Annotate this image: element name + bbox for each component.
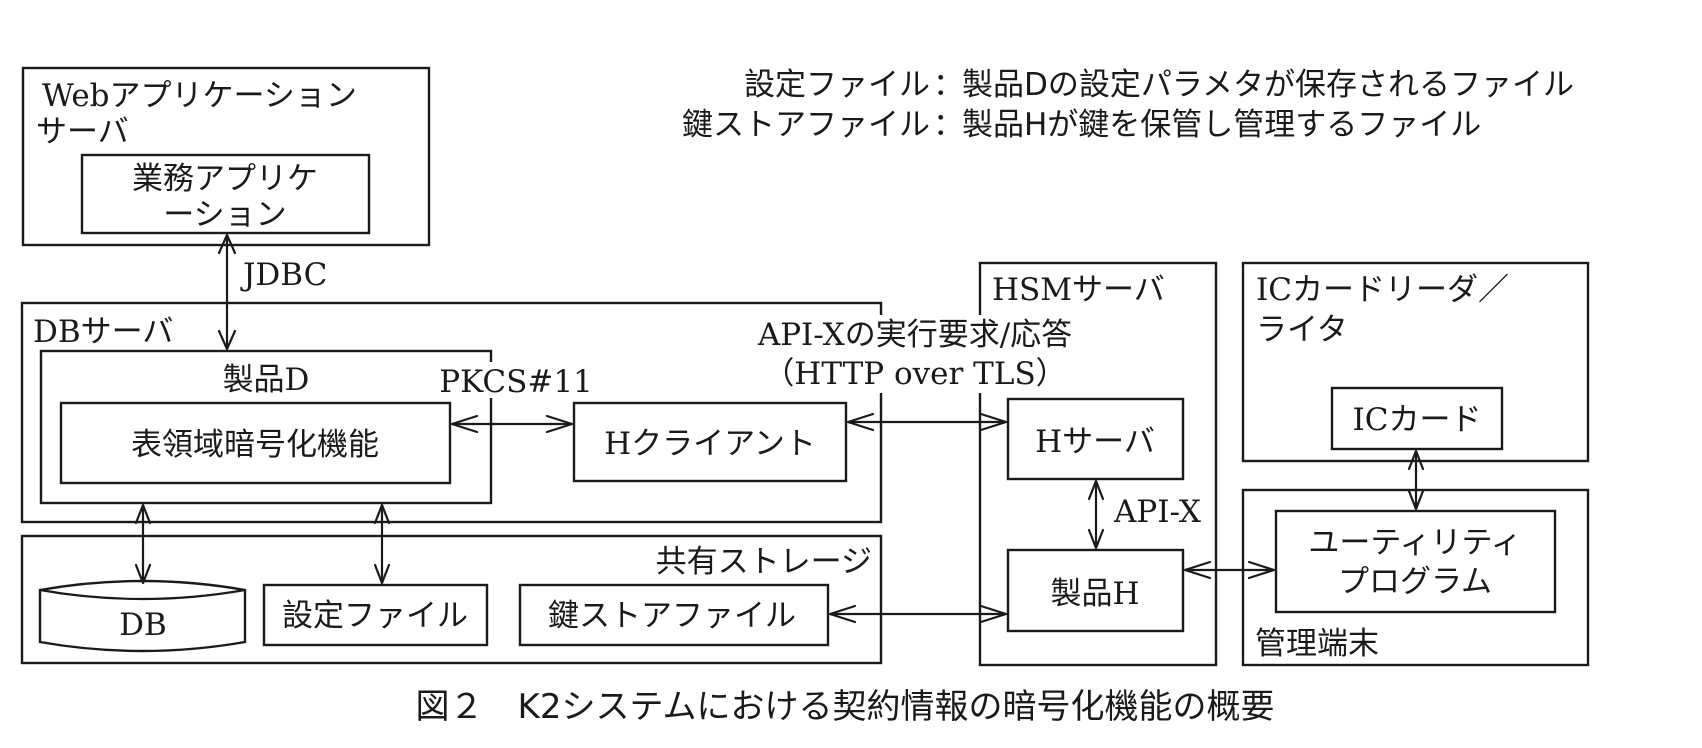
edge-api-x: API-X: [1087, 479, 1201, 550]
edge-encryption-db: [134, 503, 152, 585]
web-server-node: Webアプリケーション サーバ 業務アプリケ ーション: [21, 66, 431, 247]
legend: 設定ファイル ： 製品Dの設定パラメタが保存されるファイル 鍵ストアファイル ：…: [682, 67, 1574, 143]
arrowhead-left-icon: [450, 414, 479, 434]
arrowhead-up-icon: [134, 503, 152, 525]
h-client-label: Hクライアント: [604, 426, 816, 462]
utility-program-label-2: プログラム: [1338, 564, 1492, 600]
table-encryption-label: 表領域暗号化機能: [131, 427, 379, 463]
db-server-node: DBサーバ 製品D 表領域暗号化機能 Hクライアント: [20, 301, 883, 524]
db-label: DB: [119, 607, 167, 643]
ic-reader-node: ICカードリーダ／ ライタ ICカード: [1241, 261, 1590, 463]
arrowhead-left-icon: [1183, 560, 1212, 580]
config-file-box: [262, 583, 489, 647]
ic-card-box: [1330, 386, 1504, 451]
table-encryption-box: [59, 401, 452, 485]
arrowhead-down-icon: [134, 563, 152, 585]
api-x-label: API-X: [1113, 494, 1201, 530]
keystore-file-box: [518, 583, 830, 647]
product-h-box: [1006, 548, 1185, 633]
db-cylinder: DB: [38, 579, 247, 653]
api-x-request-label-bg: [735, 315, 1095, 393]
edge-jdbc: JDBC: [217, 233, 327, 351]
hsm-server-node: HSMサーバ Hサーバ 製品H: [978, 261, 1218, 667]
arrowhead-right-icon: [979, 412, 1008, 432]
legend-sep: ：: [933, 67, 964, 103]
keystore-file-label: 鍵ストアファイル: [548, 598, 796, 634]
admin-terminal-label: 管理端末: [1255, 626, 1379, 662]
arrowhead-right-icon: [545, 414, 574, 434]
legend-term-keystore-file: 鍵ストアファイル: [682, 107, 930, 143]
db-cylinder-top-rim: [39, 588, 246, 601]
edge-ic-card-utility: [1407, 449, 1425, 511]
edge-api-x-request: API-Xの実行要求/応答 （HTTP over TLS）: [735, 315, 1095, 432]
utility-program-label-1: ユーティリティ: [1308, 525, 1521, 561]
arrowhead-down-icon: [1087, 528, 1105, 550]
pkcs11-label-bg: [436, 362, 596, 398]
admin-terminal-node: ユーティリティ プログラム 管理端末: [1241, 488, 1590, 667]
arrowhead-up-icon: [1407, 449, 1425, 471]
business-app-label-2: ーション: [163, 197, 286, 233]
business-app-label-1: 業務アプリケ: [132, 161, 318, 197]
product-d-label: 製品D: [223, 362, 310, 398]
edge-keystore-product-h: [828, 604, 1008, 624]
arrowhead-up-icon: [373, 503, 391, 525]
h-server-label: Hサーバ: [1035, 424, 1155, 460]
arrowhead-left-icon: [846, 412, 875, 432]
arrowhead-left-icon: [828, 604, 857, 624]
edge-product-d-config: [373, 503, 391, 585]
arrowhead-down-icon: [373, 563, 391, 585]
shared-storage-node: 共有ストレージ DB 設定ファイル 鍵ストアファイル: [20, 534, 883, 665]
product-h-label: 製品H: [1050, 576, 1139, 612]
api-x-request-label-1: API-Xの実行要求/応答: [757, 317, 1072, 353]
ic-card-label: ICカード: [1353, 402, 1482, 438]
legend-sep: ：: [933, 107, 964, 143]
jdbc-label: JDBC: [240, 257, 327, 293]
h-client-box: [572, 401, 848, 483]
db-cylinder-body: [38, 579, 247, 653]
hsm-server-label: HSMサーバ: [992, 272, 1165, 308]
web-server-label-2: サーバ: [36, 114, 129, 150]
shared-storage-label: 共有ストレージ: [656, 544, 872, 580]
ic-reader-label-2: ライタ: [1256, 312, 1348, 348]
legend-desc-config-file: 製品Dの設定パラメタが保存されるファイル: [962, 67, 1574, 103]
figure-caption: 図２ K2システムにおける契約情報の暗号化機能の概要: [416, 687, 1275, 727]
business-app-box: [80, 153, 371, 235]
pkcs11-label: PKCS#11: [439, 364, 593, 400]
edge-product-h-utility: [1183, 560, 1276, 580]
arrowhead-up-icon: [1087, 479, 1105, 501]
arrowhead-down-icon: [217, 329, 237, 351]
arrowhead-up-icon: [217, 233, 237, 255]
utility-program-box: [1274, 509, 1557, 614]
ic-reader-label-1: ICカードリーダ／: [1256, 272, 1509, 308]
config-file-label: 設定ファイル: [282, 598, 468, 634]
legend-desc-keystore-file: 製品Hが鍵を保管し管理するファイル: [962, 107, 1481, 143]
db-server-label: DBサーバ: [33, 314, 173, 350]
legend-term-config-file: 設定ファイル: [744, 67, 930, 103]
api-x-request-label-2: （HTTP over TLS）: [763, 356, 1066, 392]
h-server-box: [1006, 397, 1185, 481]
arrowhead-right-icon: [979, 604, 1008, 624]
arrowhead-down-icon: [1407, 489, 1425, 511]
web-server-label-1: Webアプリケーション: [42, 78, 357, 114]
edge-pkcs11: PKCS#11: [436, 362, 596, 434]
arrowhead-right-icon: [1247, 560, 1276, 580]
